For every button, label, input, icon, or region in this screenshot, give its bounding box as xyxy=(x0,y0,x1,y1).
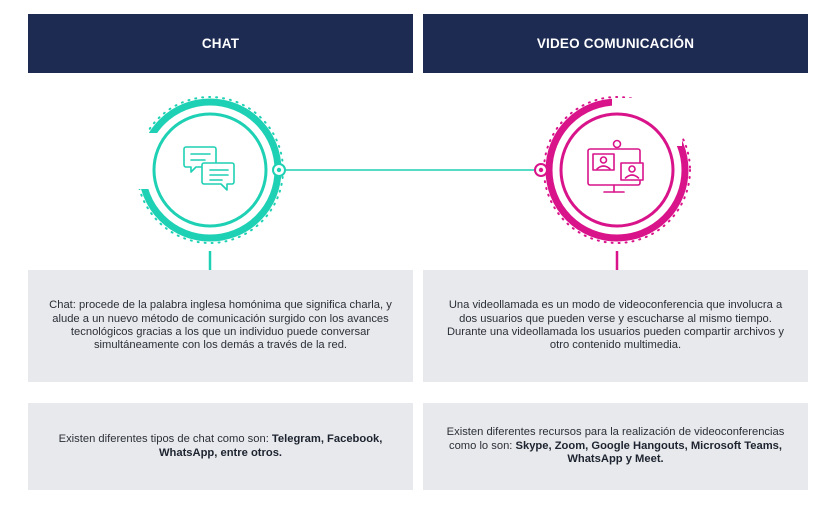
video-description-box: Una videollamada es un modo de videoconf… xyxy=(423,270,808,382)
video-examples-list: Skype, Zoom, Google Hangouts, Microsoft … xyxy=(515,439,782,466)
video-dotted-ring xyxy=(543,96,691,244)
chat-description: Chat: procede de la palabra inglesa homó… xyxy=(49,299,392,352)
chat-description-box: Chat: procede de la palabra inglesa homó… xyxy=(28,270,413,382)
chat-examples-intro: Existen diferentes tipos de chat como so… xyxy=(58,433,272,446)
video-examples-intro: Existen diferentes recursos para la real… xyxy=(446,426,785,452)
video-call-icon xyxy=(587,139,644,193)
video-connector-dot xyxy=(538,167,544,173)
connector-diagram xyxy=(128,96,691,270)
video-title: VIDEO COMUNICACIÓN xyxy=(536,36,695,51)
video-inner-ring xyxy=(559,112,675,228)
chat-icon-circle xyxy=(128,96,286,270)
video-examples-box: Existen diferentes recursos para la real… xyxy=(423,403,808,490)
chat-connector-dot xyxy=(276,167,282,173)
chat-header: CHAT xyxy=(28,14,413,73)
chat-bubbles-icon xyxy=(183,146,235,191)
chat-examples: Existen diferentes tipos de chat como so… xyxy=(46,433,395,460)
chat-examples-box: Existen diferentes tipos de chat como so… xyxy=(28,403,413,490)
video-header: VIDEO COMUNICACIÓN xyxy=(423,14,808,73)
chat-examples-list: Telegram, Facebook, WhatsApp, entre otro… xyxy=(158,433,383,459)
chat-title: CHAT xyxy=(201,36,240,51)
video-icon-circle xyxy=(534,96,691,270)
video-description: Una videollamada es un modo de videoconf… xyxy=(446,299,785,352)
video-examples: Existen diferentes recursos para la real… xyxy=(441,426,790,466)
